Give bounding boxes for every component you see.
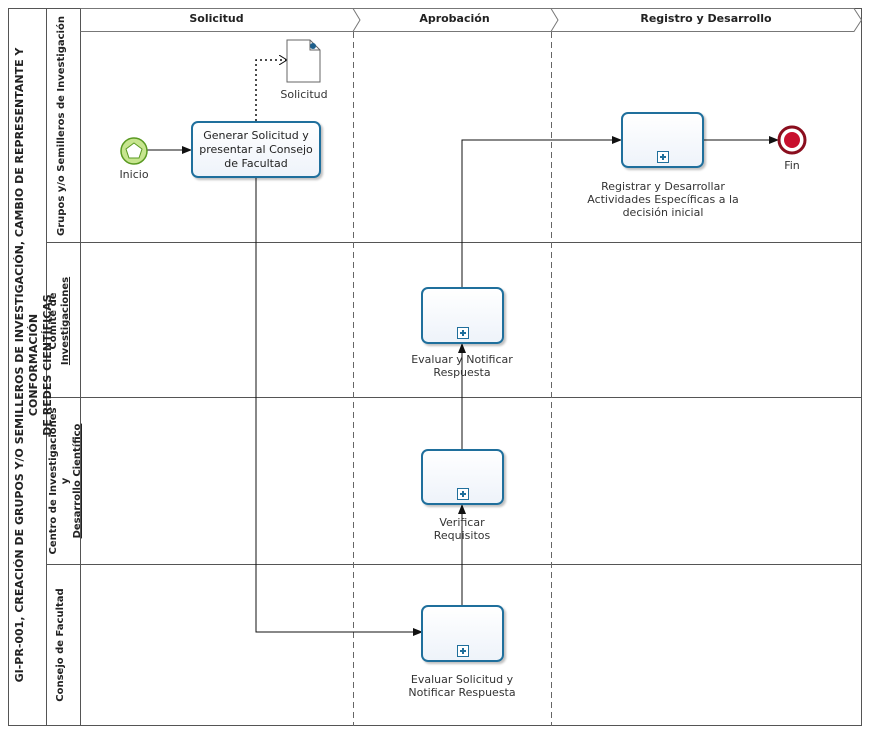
data-association <box>255 60 287 121</box>
phase-chevron-1 <box>352 8 361 32</box>
end-event-label: Fin <box>784 159 800 172</box>
task-verificar-requisitos[interactable] <box>421 449 504 505</box>
task-evaluar-solicitud[interactable] <box>421 605 504 662</box>
start-event-label: Inicio <box>119 168 149 181</box>
phase-chevron-2 <box>550 8 559 32</box>
phase-solicitud: Solicitud <box>189 12 244 25</box>
lane-title-grupos: Grupos y/o Semilleros de Investigación <box>56 16 67 236</box>
task-evaluar-solicitud-label: Evaluar Solicitud y Notificar Respuesta <box>408 673 516 699</box>
data-object-label: Solicitud <box>280 88 328 101</box>
end-event-core <box>784 132 800 148</box>
phase-registro: Registro y Desarrollo <box>640 12 772 25</box>
task-registrar-desarrollar[interactable] <box>621 112 704 168</box>
task-evaluar-notificar[interactable] <box>421 287 504 344</box>
start-event-pentagon <box>125 142 143 159</box>
task-registrar-label: Registrar y Desarrollar Actividades Espe… <box>587 180 739 219</box>
lane-title-consejo: Consejo de Facultad <box>55 588 66 702</box>
subprocess-plus-icon <box>456 327 469 339</box>
task-generar-solicitud[interactable]: Generar Solicitud y presentar al Consejo… <box>191 121 321 178</box>
phase-header-outline <box>80 8 863 32</box>
lane-title-centro: Centro de Investigaciones y Desarrollo C… <box>48 407 83 555</box>
pool-title-line1: GI-PR-001, CREACIÓN DE GRUPOS Y/O SEMILL… <box>13 47 40 683</box>
pool-title: GI-PR-001, CREACIÓN DE GRUPOS Y/O SEMILL… <box>13 5 54 725</box>
flow-generar-to-evaluar-solicitud <box>255 178 423 636</box>
task-verificar-label: Verificar Requisitos <box>433 516 491 542</box>
subprocess-plus-icon <box>456 645 469 657</box>
phase-aprobacion: Aprobación <box>419 12 490 25</box>
data-object-marker <box>310 43 316 49</box>
task-evaluar-notificar-label: Evaluar y Notificar Respuesta <box>411 353 513 379</box>
lane-title-comite: Comité de Investigaciones <box>48 276 71 366</box>
subprocess-plus-icon <box>656 151 669 163</box>
subprocess-plus-icon <box>456 488 469 500</box>
flow-evaluar-to-registrar <box>461 136 622 287</box>
